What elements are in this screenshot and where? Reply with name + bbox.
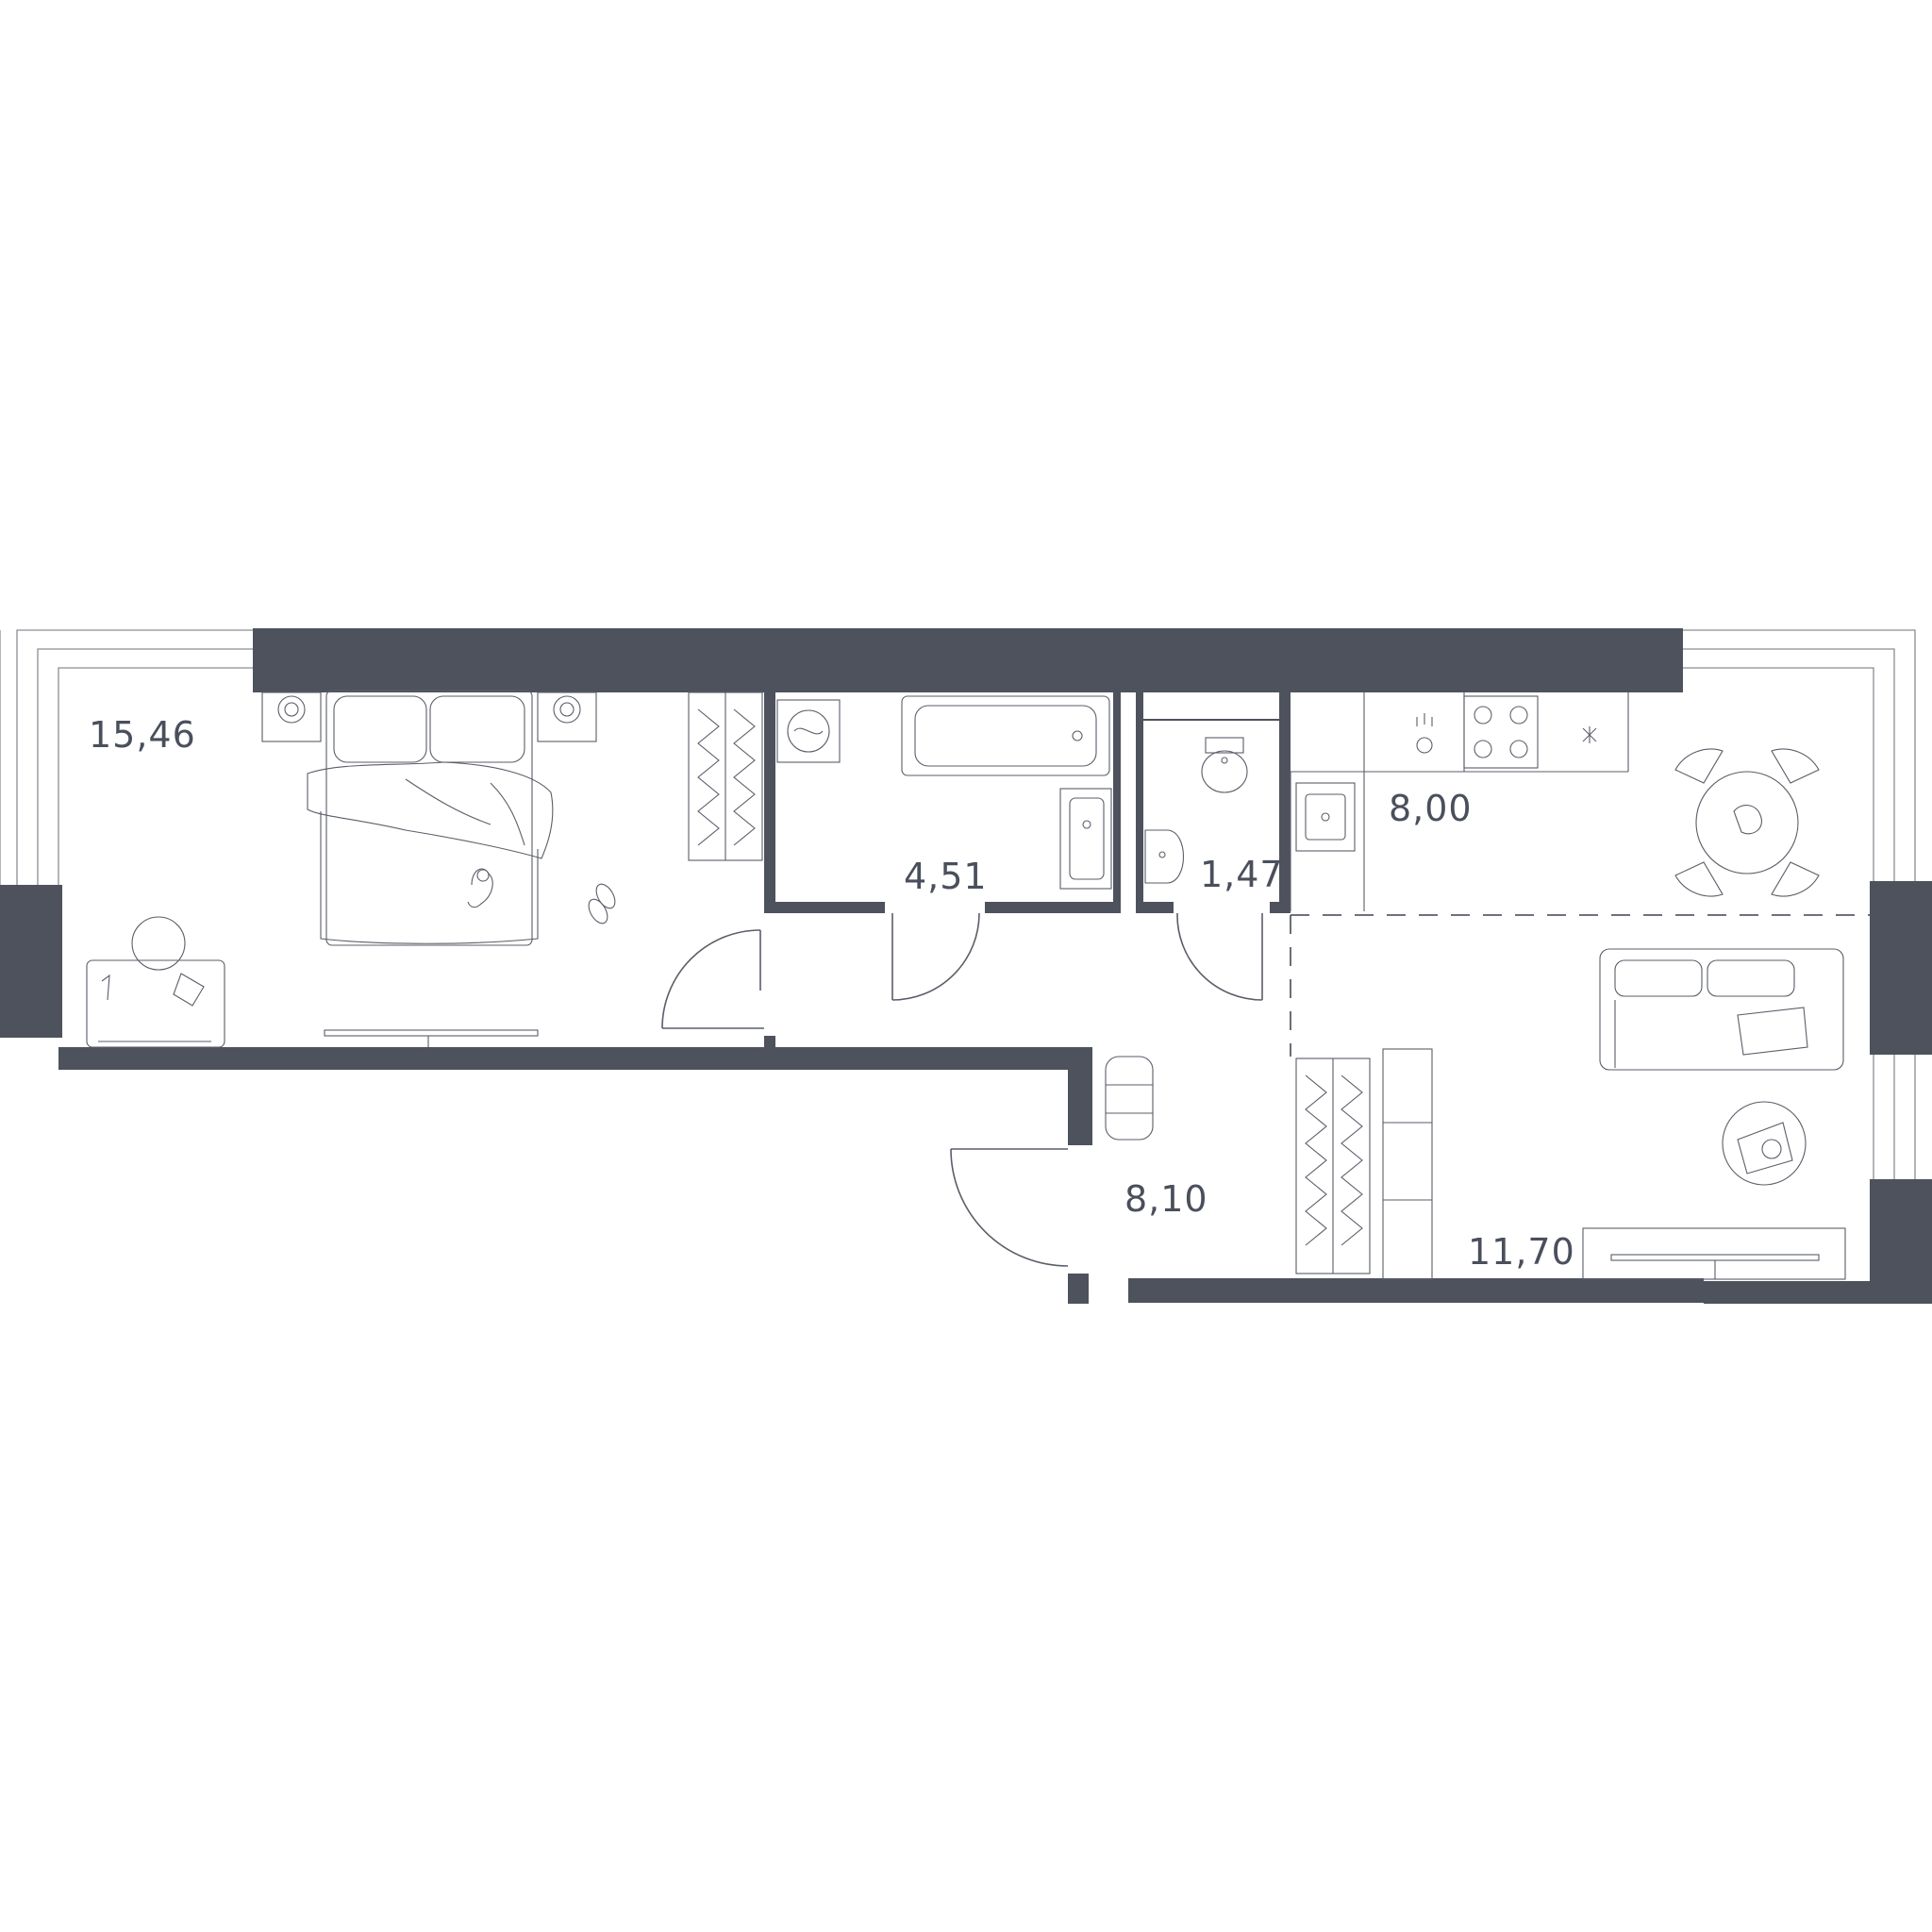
- hall-pouf: [1105, 1056, 1154, 1141]
- coffee-table: [1722, 1101, 1807, 1186]
- tv-bedroom: [324, 1029, 539, 1047]
- walls: [0, 628, 1932, 1304]
- door-bedroom: [661, 929, 764, 1029]
- area-label-hallway: 8,10: [1124, 1178, 1208, 1220]
- desk: [86, 916, 225, 1048]
- nightstand-left: [261, 691, 322, 742]
- bathtub: [901, 695, 1110, 776]
- wardrobe-bedroom: [688, 691, 763, 861]
- window-left: [0, 629, 253, 887]
- door-bathroom: [891, 912, 980, 1001]
- fridge: [1582, 726, 1597, 743]
- door-entrance: [950, 1148, 1069, 1267]
- area-label-kitchen: 8,00: [1389, 788, 1473, 829]
- nightstand-right: [537, 691, 597, 742]
- area-label-bathroom: 4,51: [904, 856, 988, 897]
- shelving: [1382, 1048, 1433, 1280]
- door-wc: [1176, 912, 1263, 1001]
- sofa: [1599, 948, 1844, 1071]
- wardrobe-hall: [1295, 1058, 1371, 1274]
- faucet: [1416, 713, 1433, 754]
- area-label-bedroom: 15,46: [89, 714, 196, 756]
- toilet: [1201, 737, 1248, 793]
- bed: [307, 690, 554, 946]
- window-right: [1683, 629, 1916, 1179]
- bath-sink: [1059, 788, 1112, 890]
- wc-sink: [1144, 829, 1185, 884]
- slippers-icon: [588, 883, 616, 924]
- kitchen-sink: [1295, 782, 1356, 852]
- cooktop: [1463, 695, 1539, 769]
- washing-machine: [776, 699, 841, 763]
- cat-icon: [467, 868, 493, 908]
- tv-living: [1582, 1227, 1846, 1280]
- area-label-wc: 1,47: [1200, 854, 1284, 895]
- area-label-living: 11,70: [1468, 1231, 1575, 1273]
- dining-table: [1674, 748, 1820, 897]
